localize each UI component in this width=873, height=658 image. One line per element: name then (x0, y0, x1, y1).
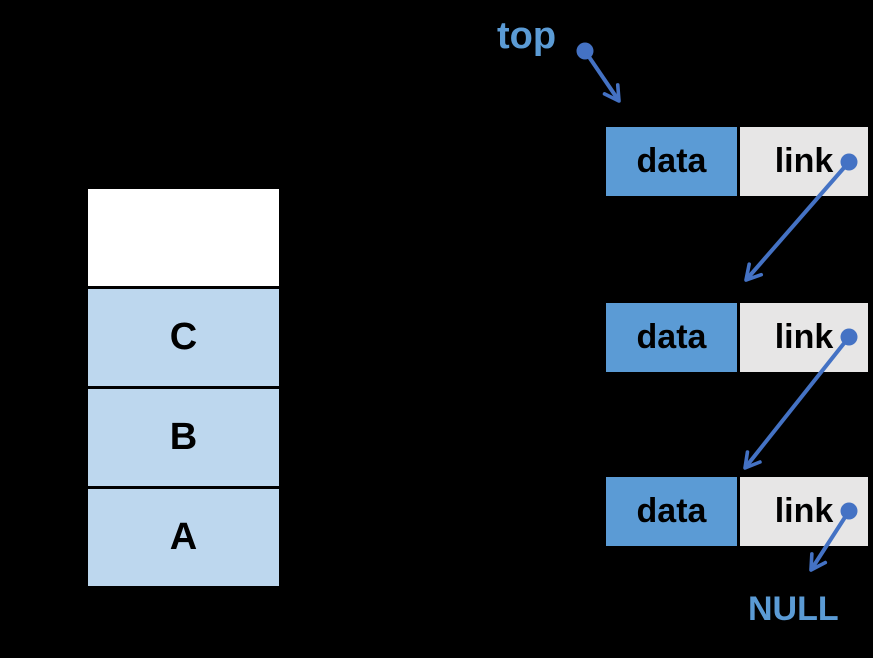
node-3-link-cell: link (740, 477, 868, 546)
node-3-data-cell: data (606, 477, 737, 546)
null-label: NULL (748, 590, 839, 628)
node-2-link-cell: link (740, 303, 868, 372)
linked-list-node-3: data link (606, 477, 868, 546)
stack: C B A (88, 189, 279, 589)
linked-list-node-2: data link (606, 303, 868, 372)
stack-cell-c: C (88, 289, 279, 386)
top-to-node1-arrow (583, 49, 621, 103)
top-arrow-origin-dot (576, 42, 594, 60)
node-1-link-cell: link (740, 127, 868, 196)
top-pointer-label: top (497, 15, 557, 57)
stack-cell-empty (88, 189, 279, 286)
stack-cell-b: B (88, 389, 279, 486)
linked-list-node-1: data link (606, 127, 868, 196)
node-1-data-cell: data (606, 127, 737, 196)
stack-cell-a: A (88, 489, 279, 586)
node-2-data-cell: data (606, 303, 737, 372)
